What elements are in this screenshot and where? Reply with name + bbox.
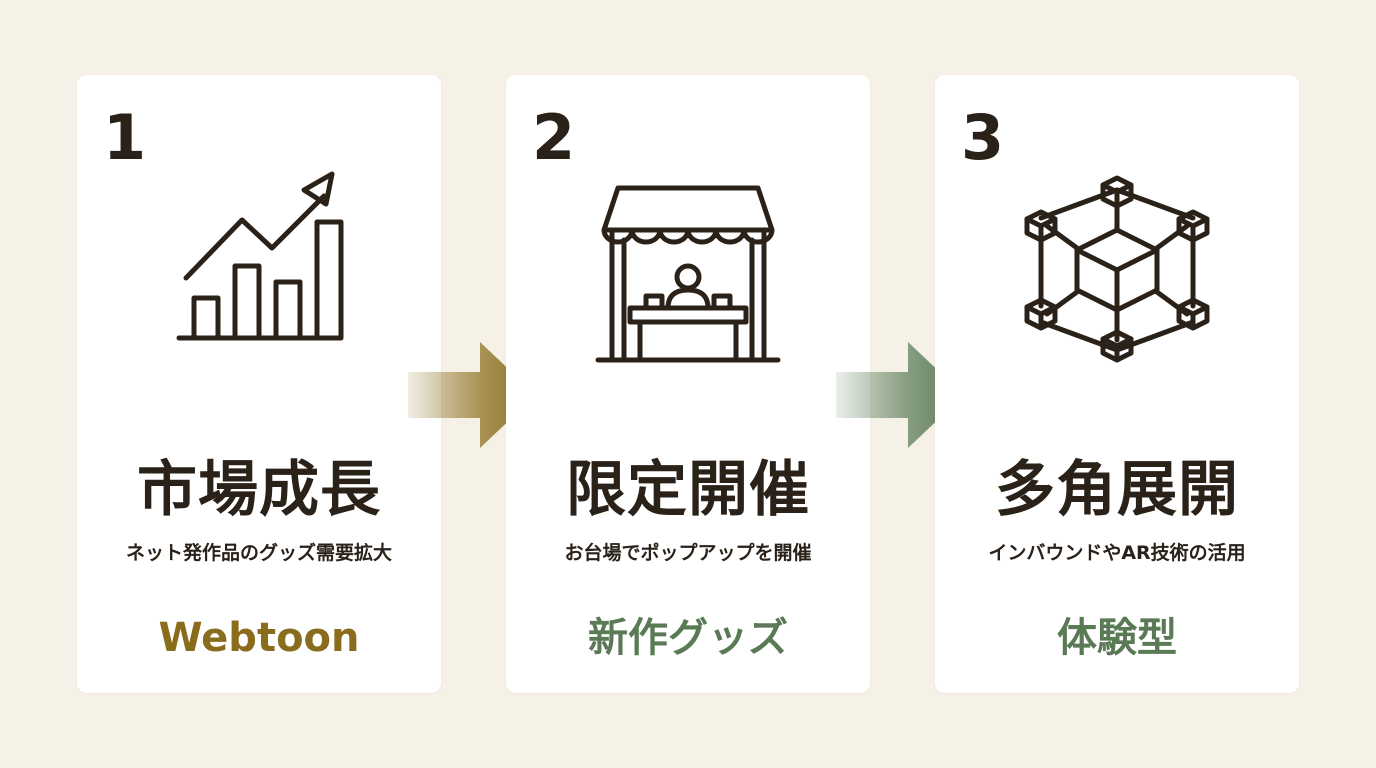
arrow-right-icon (836, 342, 964, 448)
growth-chart-icon (176, 171, 344, 341)
step-title: 限定開催 (566, 455, 810, 525)
popup-stall-icon (595, 185, 781, 363)
step-title: 多角展開 (995, 455, 1239, 525)
step-description: インバウンドやAR技術の活用 (988, 542, 1246, 564)
step-keyword: Webtoon (158, 615, 360, 661)
step-description: お台場でポップアップを開催 (564, 542, 812, 564)
step-card-1: 1 市場成長 ネット発作品のグッズ需要拡大 Webtoon (77, 75, 441, 693)
step-keyword: 体験型 (1057, 615, 1177, 661)
step-number: 3 (961, 101, 1005, 174)
step-number: 1 (103, 101, 147, 174)
step-card-3: 3 (935, 75, 1299, 693)
step-title: 市場成長 (137, 455, 381, 525)
step-card-2: 2 限定開催 お台場でポップアップを開催 新作グッズ (506, 75, 870, 693)
step-keyword: 新作グッズ (588, 615, 788, 661)
step-number: 2 (532, 101, 576, 174)
arrow-right-icon (408, 342, 536, 448)
step-description: ネット発作品のグッズ需要拡大 (125, 542, 392, 564)
network-cube-icon (1024, 175, 1210, 363)
